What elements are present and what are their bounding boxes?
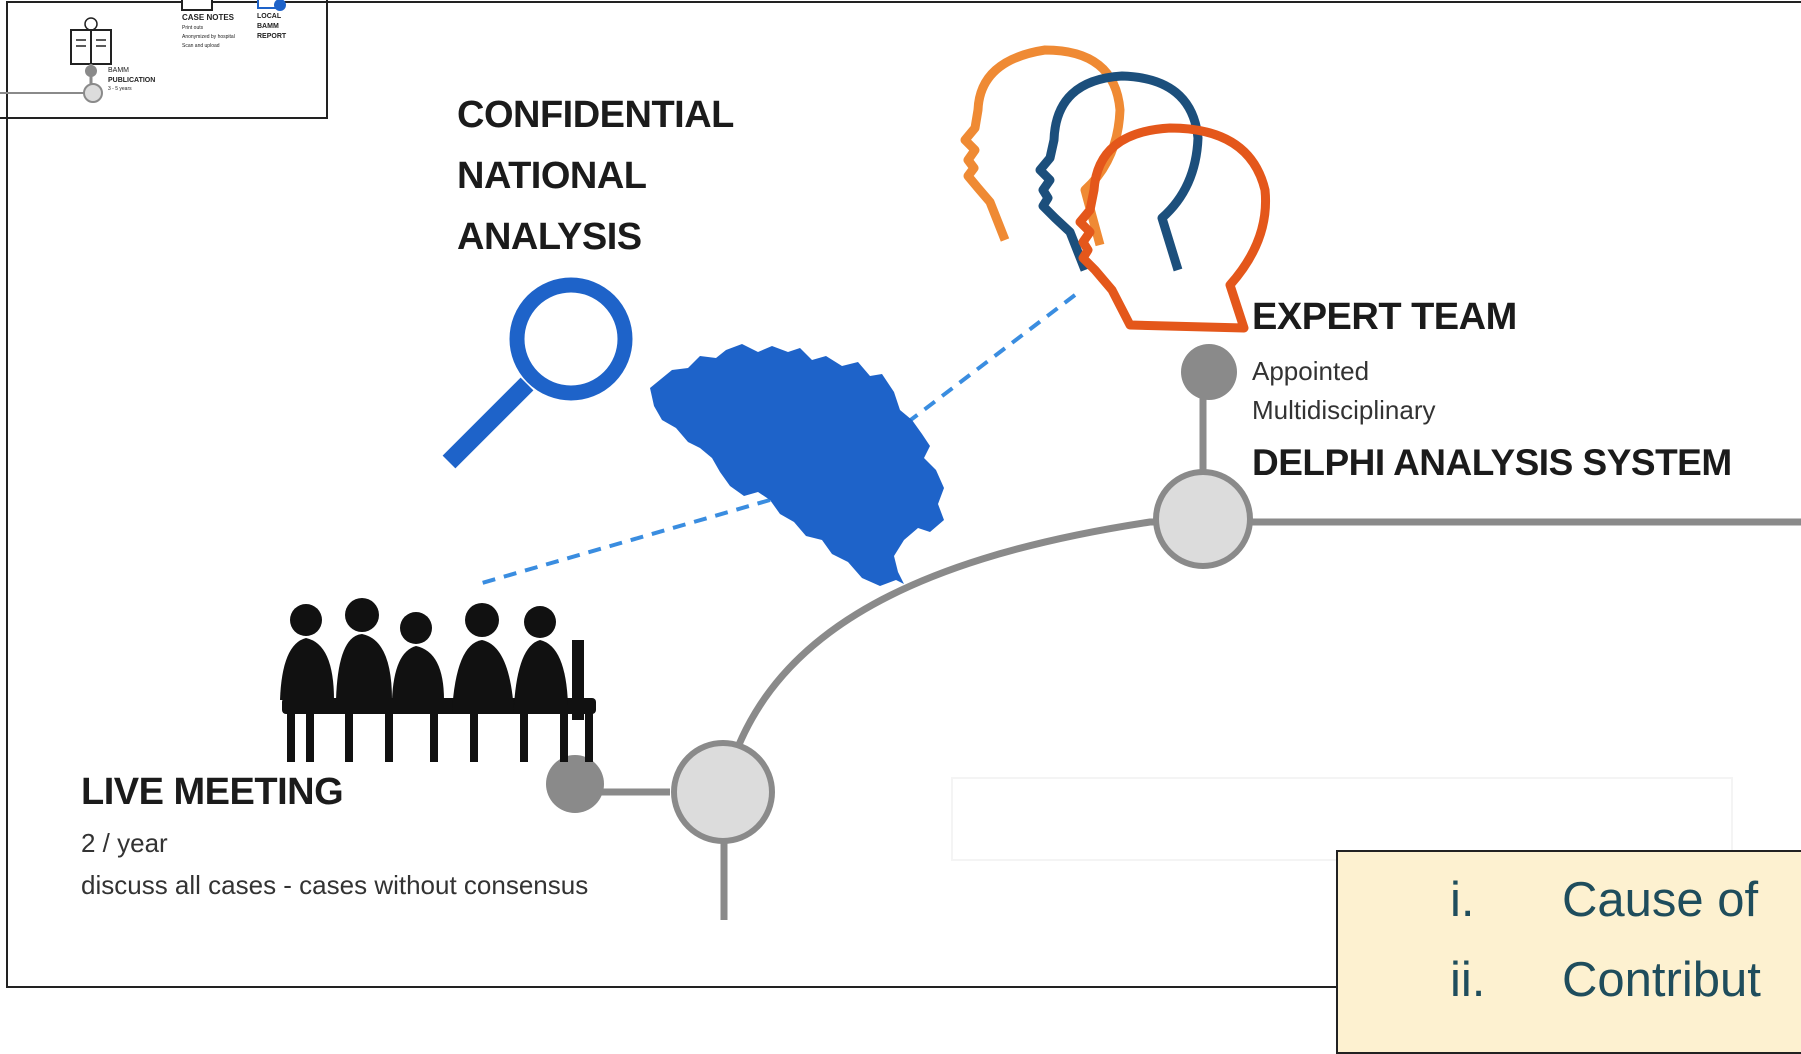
- expert-heads-icon: [960, 45, 1271, 333]
- local-report-line3: REPORT: [257, 33, 287, 40]
- live-meeting-description: discuss all cases - cases without consen…: [81, 870, 589, 900]
- live-meeting-frequency: 2 / year: [81, 828, 168, 858]
- callout-item-1-text: Cause of: [1562, 873, 1759, 927]
- expert-team-line1: Appointed: [1252, 356, 1370, 386]
- callout-item-2-marker: ii.: [1450, 953, 1486, 1007]
- analysis-line3: ANALYSIS: [457, 216, 642, 258]
- expert-team-line2: Multidisciplinary: [1252, 395, 1436, 425]
- check-badge-icon: [274, 0, 286, 11]
- local-report-line1: LOCAL: [257, 13, 282, 20]
- analysis-line2: NATIONAL: [457, 155, 647, 197]
- thumbnail-panel: [0, 0, 328, 119]
- faint-placeholder-box: [951, 777, 1733, 861]
- case-notes-line3: Scan and upload: [182, 43, 220, 49]
- thumbnail-icons: [0, 0, 286, 103]
- expert-team-title: EXPERT TEAM: [1252, 296, 1517, 338]
- expert-team-dashed-link: [906, 293, 1077, 424]
- meeting-people-icon: [280, 598, 596, 762]
- diagram-canvas: [0, 0, 1801, 988]
- callout-box: i. Cause of ii. Contribut: [1336, 850, 1801, 1054]
- case-notes-icon: [181, 0, 213, 11]
- case-notes-line1: Print outs: [182, 25, 204, 31]
- analysis-line1: CONFIDENTIAL: [457, 94, 734, 136]
- callout-item-1-marker: i.: [1450, 873, 1475, 927]
- live-meeting-dashed-link: [474, 498, 771, 587]
- publication-line1: BAMM: [108, 67, 129, 74]
- lightbulb-icon: [84, 17, 98, 31]
- callout-item-2-text: Contribut: [1562, 953, 1761, 1007]
- case-notes-line2: Anonymized by hospital: [182, 34, 235, 40]
- belgium-map-icon: [650, 344, 944, 586]
- local-report-line2: BAMM: [257, 23, 279, 30]
- live-meeting-node: [671, 740, 775, 844]
- case-notes-title: CASE NOTES: [182, 13, 235, 22]
- publication-line3: 3 - 5 years: [108, 86, 132, 92]
- delphi-node: [1153, 469, 1253, 569]
- delphi-system-title: DELPHI ANALYSIS SYSTEM: [1252, 442, 1732, 483]
- magnifier-icon: [442, 277, 633, 469]
- live-meeting-title: LIVE MEETING: [81, 771, 344, 813]
- timeline-curve: [720, 518, 1801, 920]
- expert-team-dot: [1181, 344, 1237, 400]
- publication-line2: PUBLICATION: [108, 77, 156, 84]
- diagram-frame: [6, 1, 1801, 988]
- live-meeting-dot: [546, 755, 604, 813]
